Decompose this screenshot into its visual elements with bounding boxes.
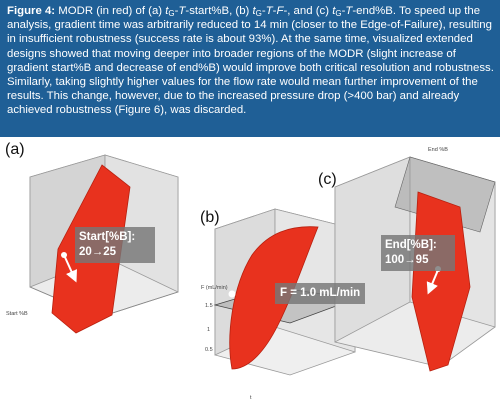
caption-var-t: t (165, 5, 169, 17)
panel-c-label: (c) (318, 171, 337, 188)
caption-sub-g: G (168, 9, 175, 18)
panel-a-annotation-line2: 20→25 (79, 246, 117, 258)
caption-part-2: -start%B, (b) (185, 5, 253, 17)
panel-b-label: (b) (200, 209, 220, 226)
caption-dash-2: - (261, 5, 266, 17)
panel-c-annotation: End[%B]: 100→95 (381, 235, 455, 271)
panel-c-annotation-line2: 100→95 (385, 254, 429, 266)
caption-var-t-2: t (252, 5, 256, 17)
panel-b-modr-region (229, 226, 319, 370)
figure-panels: Start %B F (mL/min) 1.5 1 0.5 t (0, 137, 500, 415)
panel-b-axis-bottom: t (250, 395, 252, 401)
panel-c-shift-arrow (426, 269, 439, 295)
caption-part-1: MODR (in red) of (a) (55, 5, 166, 17)
panel-b-axis-label: F (mL/min) (201, 285, 228, 291)
panel-a-label: (a) (5, 141, 25, 158)
caption-dash-3: - (341, 5, 346, 17)
caption-part-4: -, and (c) (283, 5, 333, 17)
figure-caption: Figure 4: MODR (in red) of (a) tG-T-star… (0, 0, 500, 137)
caption-var-T-3: T (345, 5, 353, 17)
panel-b-marker (228, 290, 236, 298)
panel-a-annotation-line1: Start[%B]: (79, 231, 136, 243)
panel-b-tick-05: 0.5 (205, 347, 213, 353)
panel-a-start-marker (61, 252, 67, 258)
caption-part-3: - (272, 5, 277, 17)
panel-a-annotation: Start[%B]: 20→25 (75, 227, 155, 263)
panel-b-annotation: F = 1.0 mL/min (275, 283, 366, 304)
caption-part-5: -end%B. To speed up the analysis, gradie… (7, 5, 494, 117)
panel-b-tick-1: 1 (207, 327, 210, 333)
panel-b-tick-15: 1.5 (205, 303, 213, 309)
caption-var-T-2: T (265, 5, 273, 17)
panel-c-axis-label: End %B (428, 147, 448, 153)
caption-var-F: F (276, 5, 284, 17)
panel-c-annotation-line1: End[%B]: (385, 239, 437, 251)
panels-graphic: Start %B F (mL/min) 1.5 1 0.5 t (6, 147, 496, 401)
panel-a-axis-label: Start %B (6, 311, 28, 317)
caption-var-T: T (178, 5, 186, 17)
panel-a-shift-arrow (63, 254, 77, 283)
caption-sub-g-2: G (255, 9, 262, 18)
caption-dash-1: - (174, 5, 179, 17)
caption-label: Figure 4: (7, 5, 56, 17)
caption-sub-g-3: G (335, 9, 342, 18)
caption-var-t-3: t (332, 5, 336, 17)
